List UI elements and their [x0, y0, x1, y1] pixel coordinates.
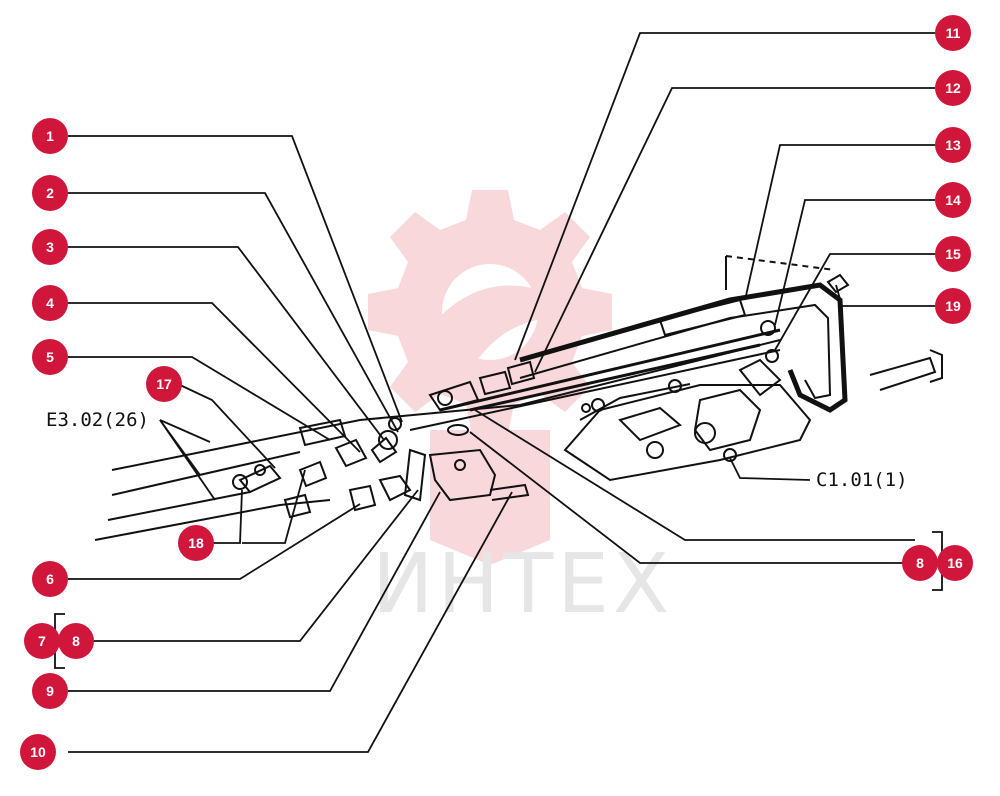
callout-8-left[interactable]: 8: [58, 623, 94, 659]
callout-1-label: 1: [46, 128, 54, 144]
callout-4[interactable]: 4: [32, 285, 68, 321]
callout-14-label: 14: [945, 192, 961, 208]
callout-8-right-label: 8: [916, 555, 924, 571]
callout-13-label: 13: [945, 137, 961, 153]
callout-10[interactable]: 10: [20, 734, 56, 770]
callout-6[interactable]: 6: [32, 561, 68, 597]
watermark-logo: [368, 190, 612, 565]
callout-7-label: 7: [38, 633, 46, 649]
callout-12[interactable]: 12: [935, 70, 971, 106]
callout-3-label: 3: [46, 239, 54, 255]
callout-16-label: 16: [947, 555, 963, 571]
callout-19[interactable]: 19: [935, 288, 971, 324]
callout-18-label: 18: [188, 535, 204, 551]
callout-10-label: 10: [30, 744, 46, 760]
leader-lines: [54, 32, 943, 753]
callout-11[interactable]: 11: [935, 15, 971, 51]
callout-17[interactable]: 17: [146, 366, 182, 402]
callout-5[interactable]: 5: [32, 339, 68, 375]
callout-9[interactable]: 9: [32, 673, 68, 709]
watermark-text: ИНТЕХ: [372, 537, 673, 632]
callout-9-label: 9: [46, 683, 54, 699]
callout-11-label: 11: [946, 25, 961, 41]
callout-7[interactable]: 7: [24, 623, 60, 659]
callout-17-label: 17: [156, 376, 172, 392]
callout-3[interactable]: 3: [32, 229, 68, 265]
callout-16[interactable]: 16: [937, 545, 973, 581]
callout-8-left-label: 8: [72, 633, 80, 649]
callout-1[interactable]: 1: [32, 118, 68, 154]
reference-right: C1.01(1): [816, 469, 908, 491]
callout-15[interactable]: 15: [935, 236, 971, 272]
callout-12-label: 12: [945, 80, 961, 96]
callout-4-label: 4: [46, 295, 54, 311]
callout-13[interactable]: 13: [935, 127, 971, 163]
callout-2[interactable]: 2: [32, 175, 68, 211]
reference-left: E3.02(26): [46, 409, 149, 431]
callout-14[interactable]: 14: [935, 182, 971, 218]
callout-19-label: 19: [945, 298, 961, 314]
callout-5-label: 5: [46, 349, 54, 365]
callout-6-label: 6: [46, 571, 54, 587]
callout-8-right[interactable]: 8: [902, 545, 938, 581]
callout-15-label: 15: [945, 246, 961, 262]
callout-2-label: 2: [46, 185, 54, 201]
callout-18[interactable]: 18: [178, 525, 214, 561]
